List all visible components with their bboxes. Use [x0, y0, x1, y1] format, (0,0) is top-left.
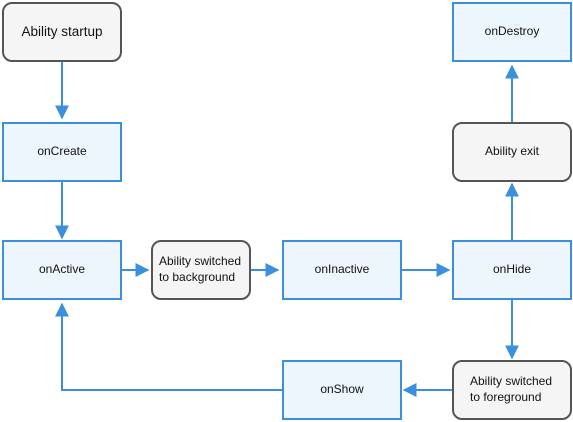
node-ability-switched-to-background: Ability switched to background [151, 240, 251, 300]
node-label: Ability exit [484, 144, 540, 159]
node-label-line: to foreground [470, 390, 542, 404]
node-ability-startup: Ability startup [2, 2, 122, 62]
node-onshow: onShow [282, 360, 402, 420]
node-ability-switched-to-foreground: Ability switched to foreground [452, 360, 572, 420]
node-label: Ability startup [21, 24, 103, 40]
node-label-line: to background [159, 270, 236, 284]
node-label: onInactive [314, 262, 370, 277]
node-label-group: Ability switched to background [159, 254, 241, 285]
node-onactive: onActive [2, 240, 122, 300]
node-label-group: Ability switched to foreground [470, 374, 552, 405]
node-label: onShow [320, 382, 364, 397]
node-ability-exit: Ability exit [452, 122, 572, 182]
node-label-line: Ability switched [159, 254, 242, 269]
node-label: onDestroy [484, 24, 540, 39]
node-label: onHide [492, 262, 532, 277]
node-label: onActive [38, 262, 86, 277]
node-onhide: onHide [452, 240, 572, 300]
node-label-line: Ability switched [470, 374, 553, 389]
node-ondestroy: onDestroy [452, 2, 572, 62]
edge-onshow-to-onactive [55, 302, 282, 391]
node-label: onCreate [37, 144, 87, 159]
node-oninactive: onInactive [282, 240, 402, 300]
node-oncreate: onCreate [2, 122, 122, 182]
